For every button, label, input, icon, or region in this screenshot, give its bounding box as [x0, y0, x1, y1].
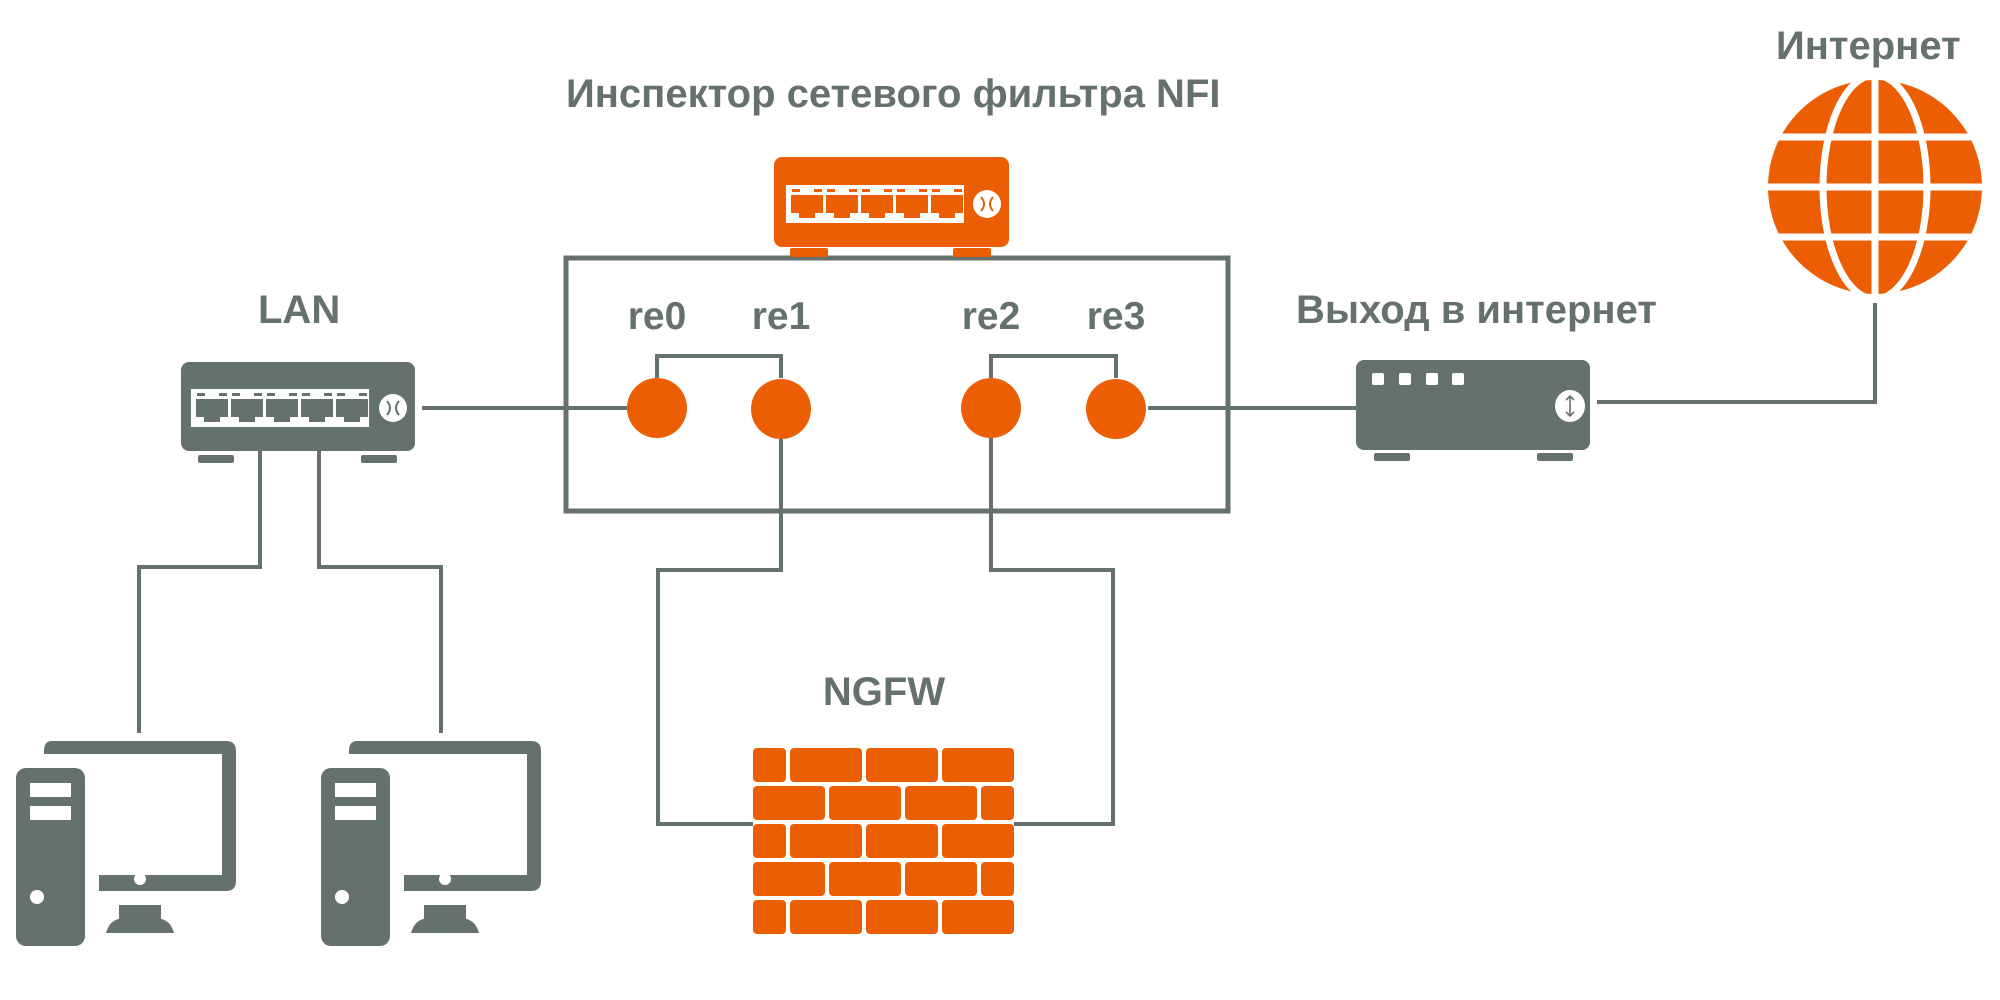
connection-lines — [137, 255, 1877, 826]
firewall-brick — [866, 748, 938, 782]
port-re0-icon — [627, 378, 687, 438]
link-lan-pc2 — [317, 450, 443, 733]
desktop-computer-icon — [321, 741, 541, 946]
firewall-brick — [753, 900, 786, 934]
gateway-label: Выход в интернет — [1296, 288, 1657, 332]
link-ngfw-re2 — [989, 438, 1115, 826]
link-gateway-internet — [1597, 303, 1877, 404]
port-re2-label: re2 — [961, 295, 1021, 338]
firewall-brick — [981, 862, 1014, 896]
link-bridge-re0-re1 — [655, 354, 783, 378]
lan-switch-icon — [181, 362, 415, 463]
ethernet-port-icon — [861, 195, 893, 218]
internet-label: Интернет — [1776, 24, 1961, 68]
desktop-computer-icon — [16, 741, 236, 946]
nfi-switch-icon — [774, 157, 1009, 257]
firewall-brick — [942, 748, 1014, 782]
firewall-brick — [866, 824, 938, 858]
ethernet-port-icon — [266, 399, 298, 422]
firewall-brick — [753, 862, 825, 896]
ethernet-port-icon — [196, 399, 228, 422]
firewall-brick — [866, 900, 938, 934]
firewall-brick — [790, 900, 862, 934]
nfi-title: Инспектор сетевого фильтра NFI — [566, 72, 1221, 116]
link-re1-ngfw — [656, 438, 783, 826]
port-re3-icon — [1086, 379, 1146, 439]
port-re1-icon — [751, 379, 811, 439]
port-re2-icon — [961, 378, 1021, 438]
port-re3-label: re3 — [1086, 295, 1146, 338]
ethernet-port-icon — [301, 399, 333, 422]
firewall-brick — [790, 748, 862, 782]
globe-icon — [1768, 80, 1982, 294]
port-re0-label: re0 — [627, 295, 687, 338]
port-circles — [627, 378, 1146, 439]
ethernet-port-icon — [931, 195, 963, 218]
ethernet-port-icon — [231, 399, 263, 422]
ethernet-port-icon — [896, 195, 928, 218]
ethernet-port-icon — [336, 399, 368, 422]
firewall-brick — [753, 786, 825, 820]
firewall-brick-icon — [753, 748, 1014, 934]
ngfw-label: NGFW — [822, 670, 946, 714]
ethernet-port-icon — [791, 195, 823, 218]
link-lan-pc1 — [137, 450, 262, 733]
firewall-brick — [905, 786, 977, 820]
firewall-brick — [905, 862, 977, 896]
lan-label: LAN — [258, 288, 341, 332]
firewall-brick — [753, 748, 786, 782]
link-bridge-re2-re3 — [989, 354, 1118, 378]
firewall-brick — [942, 900, 1014, 934]
port-re1-label: re1 — [751, 295, 811, 338]
firewall-brick — [790, 824, 862, 858]
nfi-enclosure — [563, 255, 1231, 514]
firewall-brick — [829, 862, 901, 896]
firewall-brick — [942, 824, 1014, 858]
router-icon — [1356, 360, 1590, 461]
ethernet-port-icon — [826, 195, 858, 218]
firewall-brick — [753, 824, 786, 858]
firewall-brick — [829, 786, 901, 820]
firewall-brick — [981, 786, 1014, 820]
